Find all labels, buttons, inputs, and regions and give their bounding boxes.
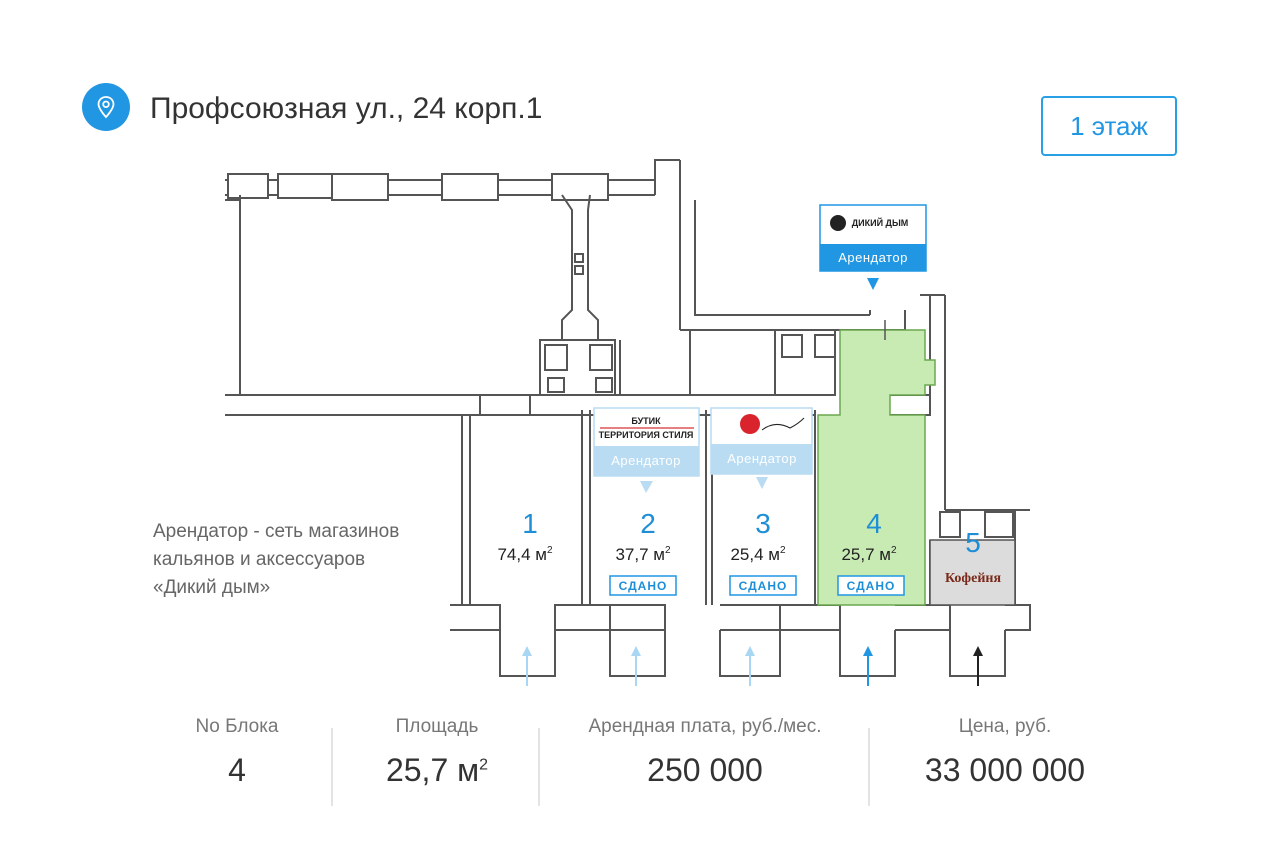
divider [868,728,870,806]
status-badge: СДАНО [847,579,896,593]
tenant-label: Арендатор [611,453,681,468]
tenant-description: Арендатор - сеть магазинов кальянов и ак… [153,518,399,602]
stat-block: No Блока 4 [172,716,302,789]
unit-4[interactable]: 4 25,7 м2 СДАНО [837,508,905,596]
unit-stats: No Блока 4 Площадь 25,7 м2 Арендная плат… [0,716,1280,816]
address-title: Профсоюзная ул., 24 корп.1 [150,92,543,125]
unit-5-highlight[interactable] [929,539,1016,606]
butik-logo-line2: ТЕРРИТОРИЯ СТИЛЯ [599,430,694,440]
unit-5[interactable]: 5 Кофейня [945,527,1001,586]
unit-area: 74,4 м2 [497,545,553,564]
stat-label: Арендная плата, руб./мес. [588,716,822,737]
stat-label: Цена, руб. [958,716,1052,737]
stat-price: Цена, руб. 33 000 000 [900,716,1110,789]
tenant-label: Арендатор [727,451,797,466]
divider [538,728,540,806]
unit-3[interactable]: 3 25,4 м2 СДАНО [729,508,797,596]
stat-label: Площадь [395,716,479,737]
status-badge: СДАНО [619,579,668,593]
header [82,82,130,132]
tenant-tag-butik[interactable]: БУТИК ТЕРРИТОРИЯ СТИЛЯ Арендатор [593,407,700,493]
tenant-logo-icon [740,414,760,434]
stat-rent: Арендная плата, руб./мес. 250 000 [560,716,850,789]
tenant-tag-unit3[interactable]: Арендатор [710,407,813,489]
unit-number: 1 [522,508,538,539]
stat-label: No Блока [195,716,279,737]
description-line: Арендатор - сеть магазинов [153,521,400,542]
unit-area: 37,7 м2 [615,545,671,564]
kofeinya-logo: Кофейня [945,571,1001,586]
status-badge: СДАНО [739,579,788,593]
unit-1[interactable]: 1 74,4 м2 [497,508,553,564]
unit-number: 3 [755,508,771,539]
butik-logo-line1: БУТИК [631,416,661,426]
floor-selector-button[interactable]: 1 этаж [1041,96,1177,156]
description-line: кальянов и аксессуаров [153,549,366,570]
dikiy-dym-logo: ДИКИЙ ДЫМ [852,217,909,228]
stat-value: 33 000 000 [924,752,1086,788]
stat-value: 250 000 [647,752,763,788]
unit-area: 25,4 м2 [730,545,786,564]
unit-number: 2 [640,508,656,539]
map-pin-icon [82,83,130,131]
description-line: «Дикий дым» [153,577,271,598]
stat-area: Площадь 25,7 м2 [362,716,512,789]
unit-number: 5 [965,527,981,558]
unit-4-highlight[interactable] [817,329,936,606]
tenant-label: Арендатор [838,250,908,265]
divider [331,728,333,806]
unit-number: 4 [866,508,882,539]
tenant-tag-dikiy-dym[interactable]: ДИКИЙ ДЫМ Арендатор [819,204,927,290]
unit-2[interactable]: 2 37,7 м2 СДАНО [609,508,677,596]
stat-value: 4 [228,752,246,788]
stat-value: 25,7 м2 [385,752,489,788]
unit-area: 25,7 м2 [841,545,897,564]
